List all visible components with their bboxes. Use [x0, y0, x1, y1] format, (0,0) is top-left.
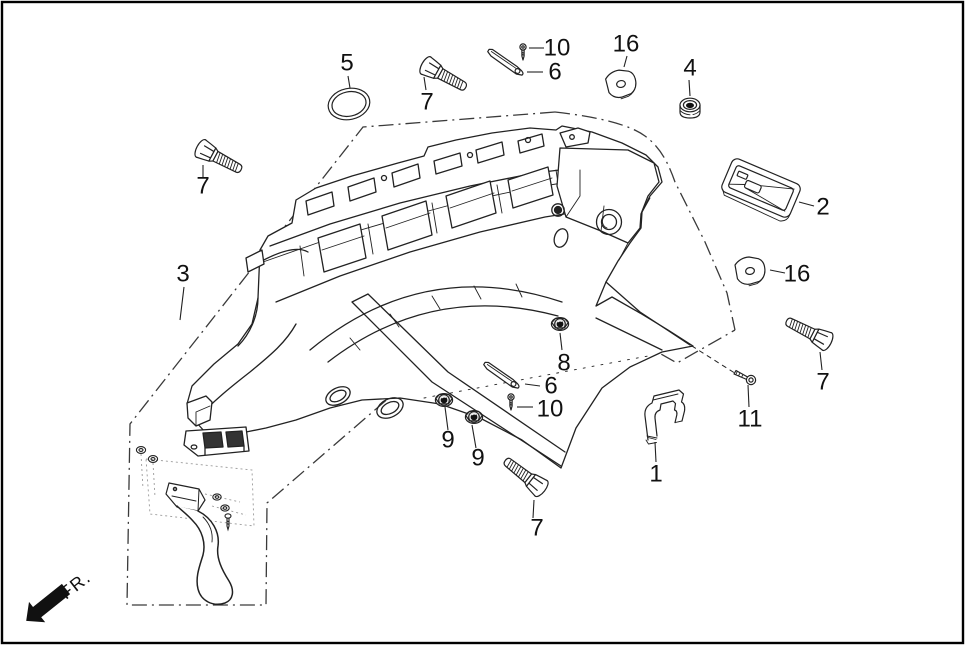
callout-10: 10: [519, 35, 571, 62]
callout-number: 4: [683, 55, 696, 82]
flap-screw: [224, 513, 232, 532]
callout-number: 7: [196, 173, 209, 200]
callout-number: 7: [530, 515, 543, 542]
callout-number: 11: [738, 406, 763, 433]
callout-7: 7: [503, 457, 549, 542]
fender-bottom-bracket: [183, 426, 250, 457]
fr-arrow-icon: [26, 583, 71, 623]
callout-9: 9: [434, 392, 455, 454]
part-flange-nut: [434, 392, 454, 408]
callout-6: 6: [483, 361, 558, 400]
leader-line: [532, 499, 535, 519]
part-screw: [507, 393, 515, 411]
rivet-dashed-leader: [683, 340, 742, 378]
part-reflector: [721, 158, 801, 222]
fr-direction-indicator: FR.: [26, 567, 95, 623]
fender-right-section: [551, 127, 660, 261]
part-grommet: [679, 97, 701, 119]
part-cap: [605, 69, 637, 100]
part-o-ring: [327, 87, 371, 121]
leader-line: [471, 424, 477, 449]
leader-line: [747, 384, 750, 408]
part-rivet: [733, 369, 757, 386]
callout-number: 1: [649, 461, 662, 488]
leader-line: [819, 351, 823, 371]
callout-number: 7: [816, 369, 829, 396]
callout-number: 9: [471, 445, 484, 472]
callout-number: 16: [784, 261, 811, 288]
leader-line: [524, 383, 541, 387]
phantom-lines: [140, 453, 255, 527]
part-clamp: [644, 389, 686, 445]
flap-hardware: [135, 446, 232, 532]
leader-line: [769, 269, 786, 274]
callout-number: 3: [176, 261, 189, 288]
callout-7: 7: [419, 56, 468, 116]
part-flange-bolt: [194, 138, 243, 174]
leader-line: [347, 75, 351, 89]
part-screw: [519, 43, 527, 61]
part-flange-nut: [464, 409, 484, 425]
callout-number: 10: [537, 396, 564, 423]
callout-8: 8: [550, 316, 571, 377]
callout-number: 9: [441, 427, 454, 454]
callout-1: 1: [644, 389, 686, 488]
callout-3: 3: [176, 261, 190, 321]
callout-number: 5: [340, 50, 353, 77]
callout-16: 16: [605, 31, 640, 100]
callout-9: 9: [464, 409, 485, 472]
part-cap: [734, 256, 766, 287]
leader-line: [444, 406, 449, 431]
callout-2: 2: [721, 158, 830, 222]
part-flange-nut: [550, 316, 570, 332]
callout-7: 7: [194, 138, 243, 200]
part-stay: [487, 48, 524, 76]
leader-line: [798, 201, 815, 207]
leader-line: [179, 286, 185, 321]
leader-line: [423, 76, 427, 91]
callout-5: 5: [327, 50, 371, 121]
callout-number: 6: [548, 59, 561, 86]
part-flange-bolt: [503, 457, 549, 498]
callout-4: 4: [679, 55, 701, 119]
part-flange-bolt: [419, 56, 468, 91]
callout-10: 10: [507, 393, 564, 423]
callout-number: 6: [544, 373, 557, 400]
callout-16: 16: [734, 256, 811, 288]
callout-number: 2: [816, 194, 829, 221]
rear-fender-assembly: [183, 125, 694, 469]
leader-line: [688, 79, 691, 97]
part-stay: [483, 361, 520, 389]
callout-number: 7: [420, 89, 433, 116]
callout-number: 8: [557, 350, 570, 377]
callout-11: 11: [733, 369, 763, 433]
callout-number: 10: [544, 35, 571, 62]
leader-line: [654, 441, 657, 463]
part-flange-bolt: [785, 317, 834, 352]
callout-6: 6: [487, 48, 562, 86]
leader-line: [559, 332, 563, 351]
mud-flap: [165, 482, 234, 605]
leader-line: [623, 55, 628, 68]
callout-number: 16: [613, 31, 640, 58]
callout-7: 7: [785, 317, 834, 396]
